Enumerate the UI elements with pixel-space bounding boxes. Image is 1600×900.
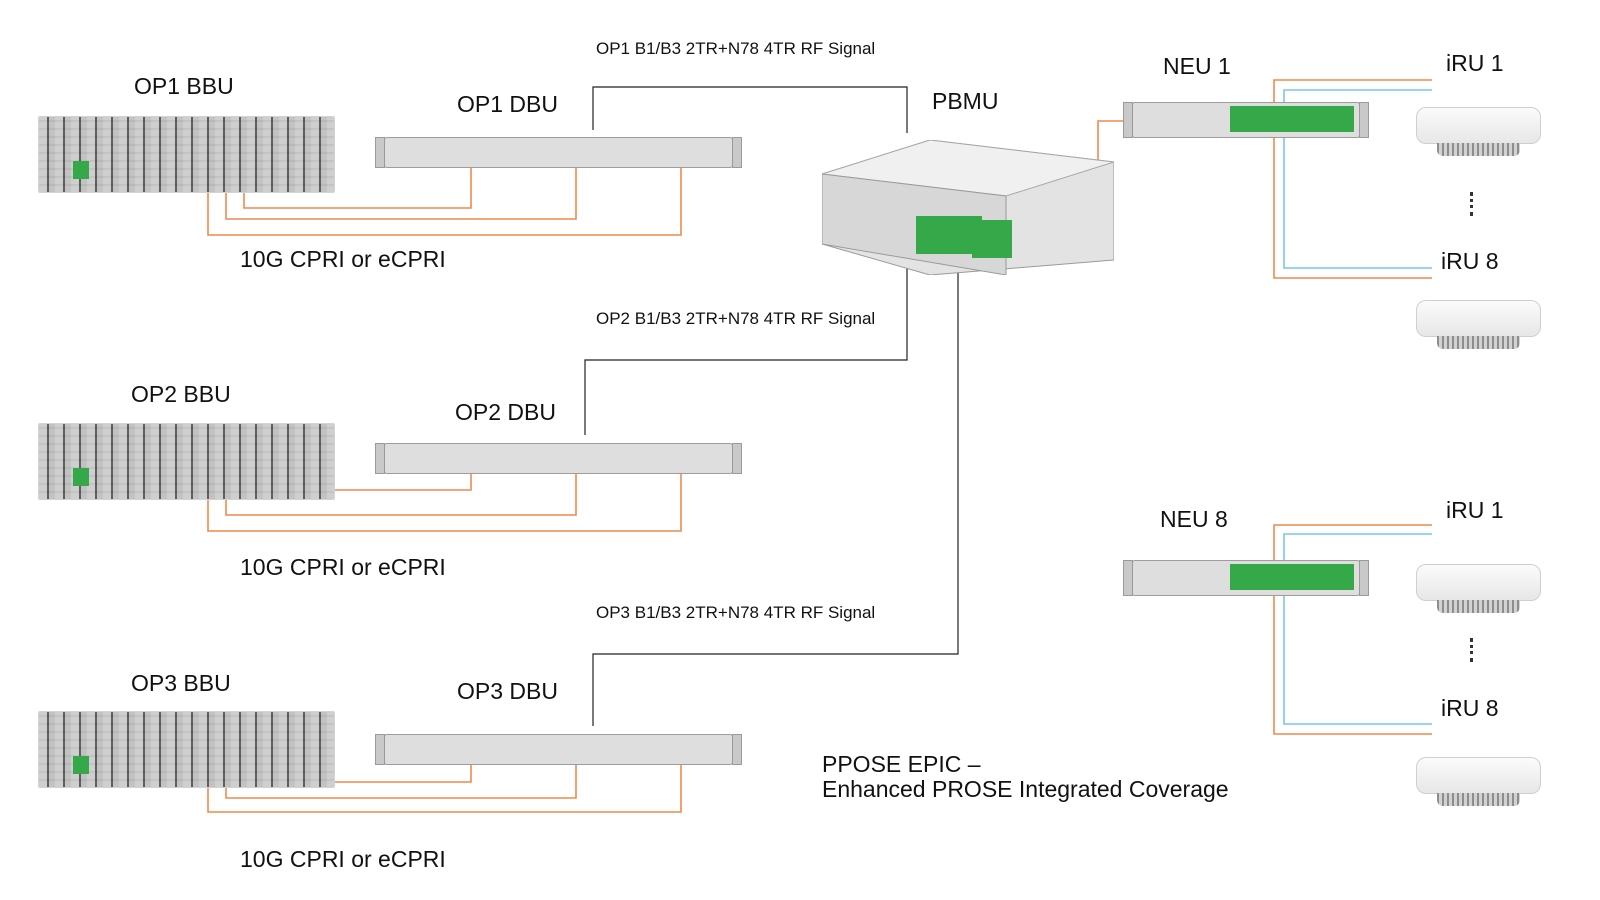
neu1-iru-first-label: iRU 1 xyxy=(1446,50,1504,76)
op3-rf-line xyxy=(592,245,959,726)
neu8-iru-first-device xyxy=(1416,564,1541,613)
rack-ear xyxy=(375,734,385,765)
neu8-label: NEU 8 xyxy=(1160,506,1228,532)
pbmu-label: PBMU xyxy=(932,88,999,114)
op2-dbu-device xyxy=(375,443,742,474)
rack-ear xyxy=(732,137,742,168)
caption-line-2: Enhanced PROSE Integrated Coverage xyxy=(822,775,1229,802)
rack-ear xyxy=(732,443,742,474)
neu8-iru-first-fins xyxy=(1437,600,1520,613)
neu8-iru1-blue xyxy=(1283,533,1432,560)
rack-ear xyxy=(375,137,385,168)
neu8-iru8-blue xyxy=(1283,594,1432,725)
neu1-port-block xyxy=(1230,106,1354,132)
neu8-iru8-orange xyxy=(1273,594,1432,735)
pbmu-device xyxy=(822,140,1114,275)
neu1-label: NEU 1 xyxy=(1163,53,1231,79)
neu1-iru-first-fins xyxy=(1437,143,1520,156)
op1-cpri-loop-3 xyxy=(207,166,682,236)
op2-rf-signal-label: OP2 B1/B3 2TR+N78 4TR RF Signal xyxy=(596,309,876,328)
op2-rf-line xyxy=(584,245,908,435)
rack-ear xyxy=(1123,102,1133,138)
bbu-green-port xyxy=(73,161,89,179)
neu8-iru-first-label: iRU 1 xyxy=(1446,497,1504,523)
op1-bbu-device xyxy=(38,116,335,193)
op1-rf-line xyxy=(592,86,908,133)
op1-bbu-label: OP1 BBU xyxy=(134,73,234,99)
rack-ear xyxy=(1359,102,1369,138)
neu1-iru-last-fins xyxy=(1437,336,1520,349)
op2-bbu-label: OP2 BBU xyxy=(131,381,231,407)
op2-link-label: 10G CPRI or eCPRI xyxy=(240,554,446,580)
bbu-green-port xyxy=(73,756,89,774)
op3-link-label: 10G CPRI or eCPRI xyxy=(240,846,446,872)
neu1-iru1-blue xyxy=(1283,89,1432,102)
neu8-iru1-orange xyxy=(1273,524,1432,560)
op2-cpri-loop-3 xyxy=(207,471,682,532)
rack-ear xyxy=(732,734,742,765)
op3-dbu-label: OP3 DBU xyxy=(457,678,558,704)
neu1-iru1-orange xyxy=(1273,79,1432,102)
op2-bbu-device xyxy=(38,423,335,500)
neu1-iru8-blue xyxy=(1283,136,1432,269)
op1-dbu-label: OP1 DBU xyxy=(457,91,558,117)
neu1-iru-first-device xyxy=(1416,107,1541,156)
neu1-ellipsis xyxy=(1470,192,1476,216)
neu8-ellipsis xyxy=(1470,638,1476,662)
neu8-iru-last-fins xyxy=(1437,793,1520,806)
op3-dbu-device xyxy=(375,734,742,765)
op3-rf-signal-label: OP3 B1/B3 2TR+N78 4TR RF Signal xyxy=(596,603,876,622)
rack-ear xyxy=(375,443,385,474)
op1-link-label: 10G CPRI or eCPRI xyxy=(240,246,446,272)
op2-dbu-label: OP2 DBU xyxy=(455,399,556,425)
rack-ear xyxy=(1359,560,1369,596)
bbu-green-port xyxy=(73,468,89,486)
caption: PPOSE EPIC – Enhanced PROSE Integrated C… xyxy=(822,752,1229,801)
op1-rf-signal-label: OP1 B1/B3 2TR+N78 4TR RF Signal xyxy=(596,39,876,58)
neu8-port-block xyxy=(1230,564,1354,590)
neu8-iru-last-device xyxy=(1416,757,1541,806)
neu8-iru-last-label: iRU 8 xyxy=(1441,695,1499,721)
neu1-iru8-orange xyxy=(1273,136,1432,279)
op1-dbu-device xyxy=(375,137,742,168)
op3-bbu-device xyxy=(38,711,335,788)
neu1-iru-last-device xyxy=(1416,300,1541,349)
caption-line-1: PPOSE EPIC – xyxy=(822,751,981,777)
rack-ear xyxy=(1123,560,1133,596)
op3-bbu-label: OP3 BBU xyxy=(131,670,231,696)
neu1-iru-last-label: iRU 8 xyxy=(1441,248,1499,274)
